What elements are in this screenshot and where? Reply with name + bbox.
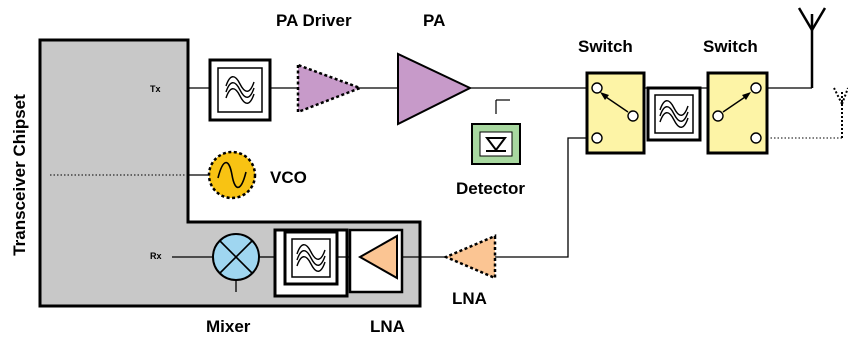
sine-oscillator-icon: [217, 161, 247, 189]
secondary-antenna-icon: [767, 87, 848, 139]
switch-2-label: Switch: [703, 37, 758, 56]
rx-return-wire: [495, 137, 587, 258]
switch-1-label: Switch: [578, 37, 633, 56]
lna-internal-amplifier: [357, 234, 398, 280]
rx-filter: [283, 230, 339, 286]
switch-2: [706, 71, 769, 155]
pa-label: PA: [423, 11, 445, 30]
detector-label: Detector: [456, 179, 525, 198]
antenna-icon: [797, 7, 827, 88]
pa-driver-amplifier: [296, 63, 364, 114]
pa-amplifier: [397, 52, 473, 126]
chipset-label: Transceiver Chipset: [10, 94, 29, 256]
lna-external-label: LNA: [452, 289, 487, 308]
tx-port-label: Tx: [150, 84, 161, 94]
rx-port-label: Rx: [150, 251, 162, 261]
mixer-label: Mixer: [206, 317, 251, 336]
switch-1: [585, 71, 646, 155]
vco-label: VCO: [270, 168, 307, 187]
lna-internal-label: LNA: [370, 317, 405, 336]
diode-icon: [485, 137, 507, 152]
pa-driver-label: PA Driver: [276, 11, 352, 30]
vco-oscillator: [207, 150, 257, 200]
inter-switch-filter: [646, 86, 702, 142]
tx-filter: [208, 58, 272, 122]
detector: [471, 99, 521, 165]
lna-external-amplifier: [442, 234, 497, 280]
mixer: [212, 233, 260, 292]
